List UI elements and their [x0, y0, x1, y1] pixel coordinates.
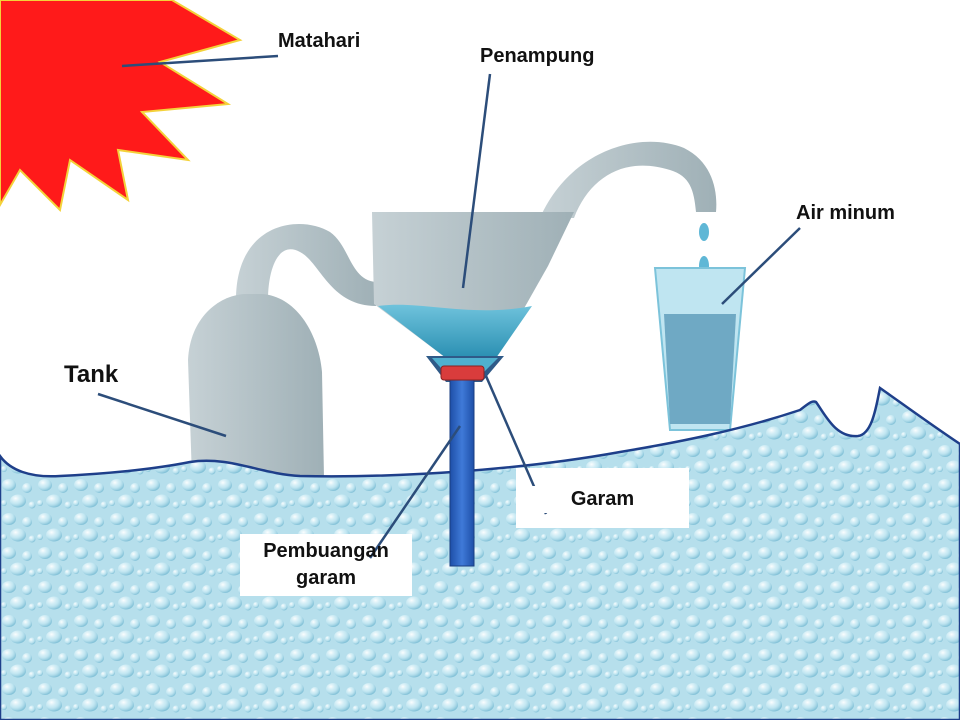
- label-matahari: Matahari: [278, 30, 361, 52]
- sun-icon: [0, 0, 243, 213]
- leader-line-penampung: [461, 73, 492, 289]
- label-pembuangan-garam: Pembuangan garam: [240, 538, 412, 592]
- label-pembuangan-line2: garam: [295, 567, 357, 589]
- salt-block: [440, 365, 485, 381]
- apparatus: [188, 141, 717, 478]
- water-drop-1: [699, 223, 709, 241]
- leader-line-tank: [97, 392, 227, 438]
- leader-line-air-minum: [721, 227, 801, 305]
- label-garam: Garam: [516, 486, 689, 513]
- drinking-glass: [653, 267, 747, 431]
- leader-line-matahari: [121, 54, 279, 68]
- label-tank: Tank: [64, 361, 119, 388]
- salt-drain-pipe: [449, 379, 475, 567]
- leader-line-pembuangan: [368, 425, 462, 559]
- label-penampung: Penampung: [480, 45, 595, 67]
- glass-water: [664, 314, 736, 424]
- label-air-minum: Air minum: [796, 202, 895, 224]
- funnel-to-glass-pipe: [540, 141, 717, 218]
- sea-water: [0, 385, 960, 720]
- funnel-water: [378, 304, 532, 358]
- leader-lines: [97, 54, 801, 559]
- tank-to-funnel-pipe: [236, 223, 376, 306]
- pembuangan-label-box: [240, 534, 412, 596]
- tank-body: [188, 294, 324, 478]
- label-pembuangan-line1: Pembuangan: [263, 540, 389, 562]
